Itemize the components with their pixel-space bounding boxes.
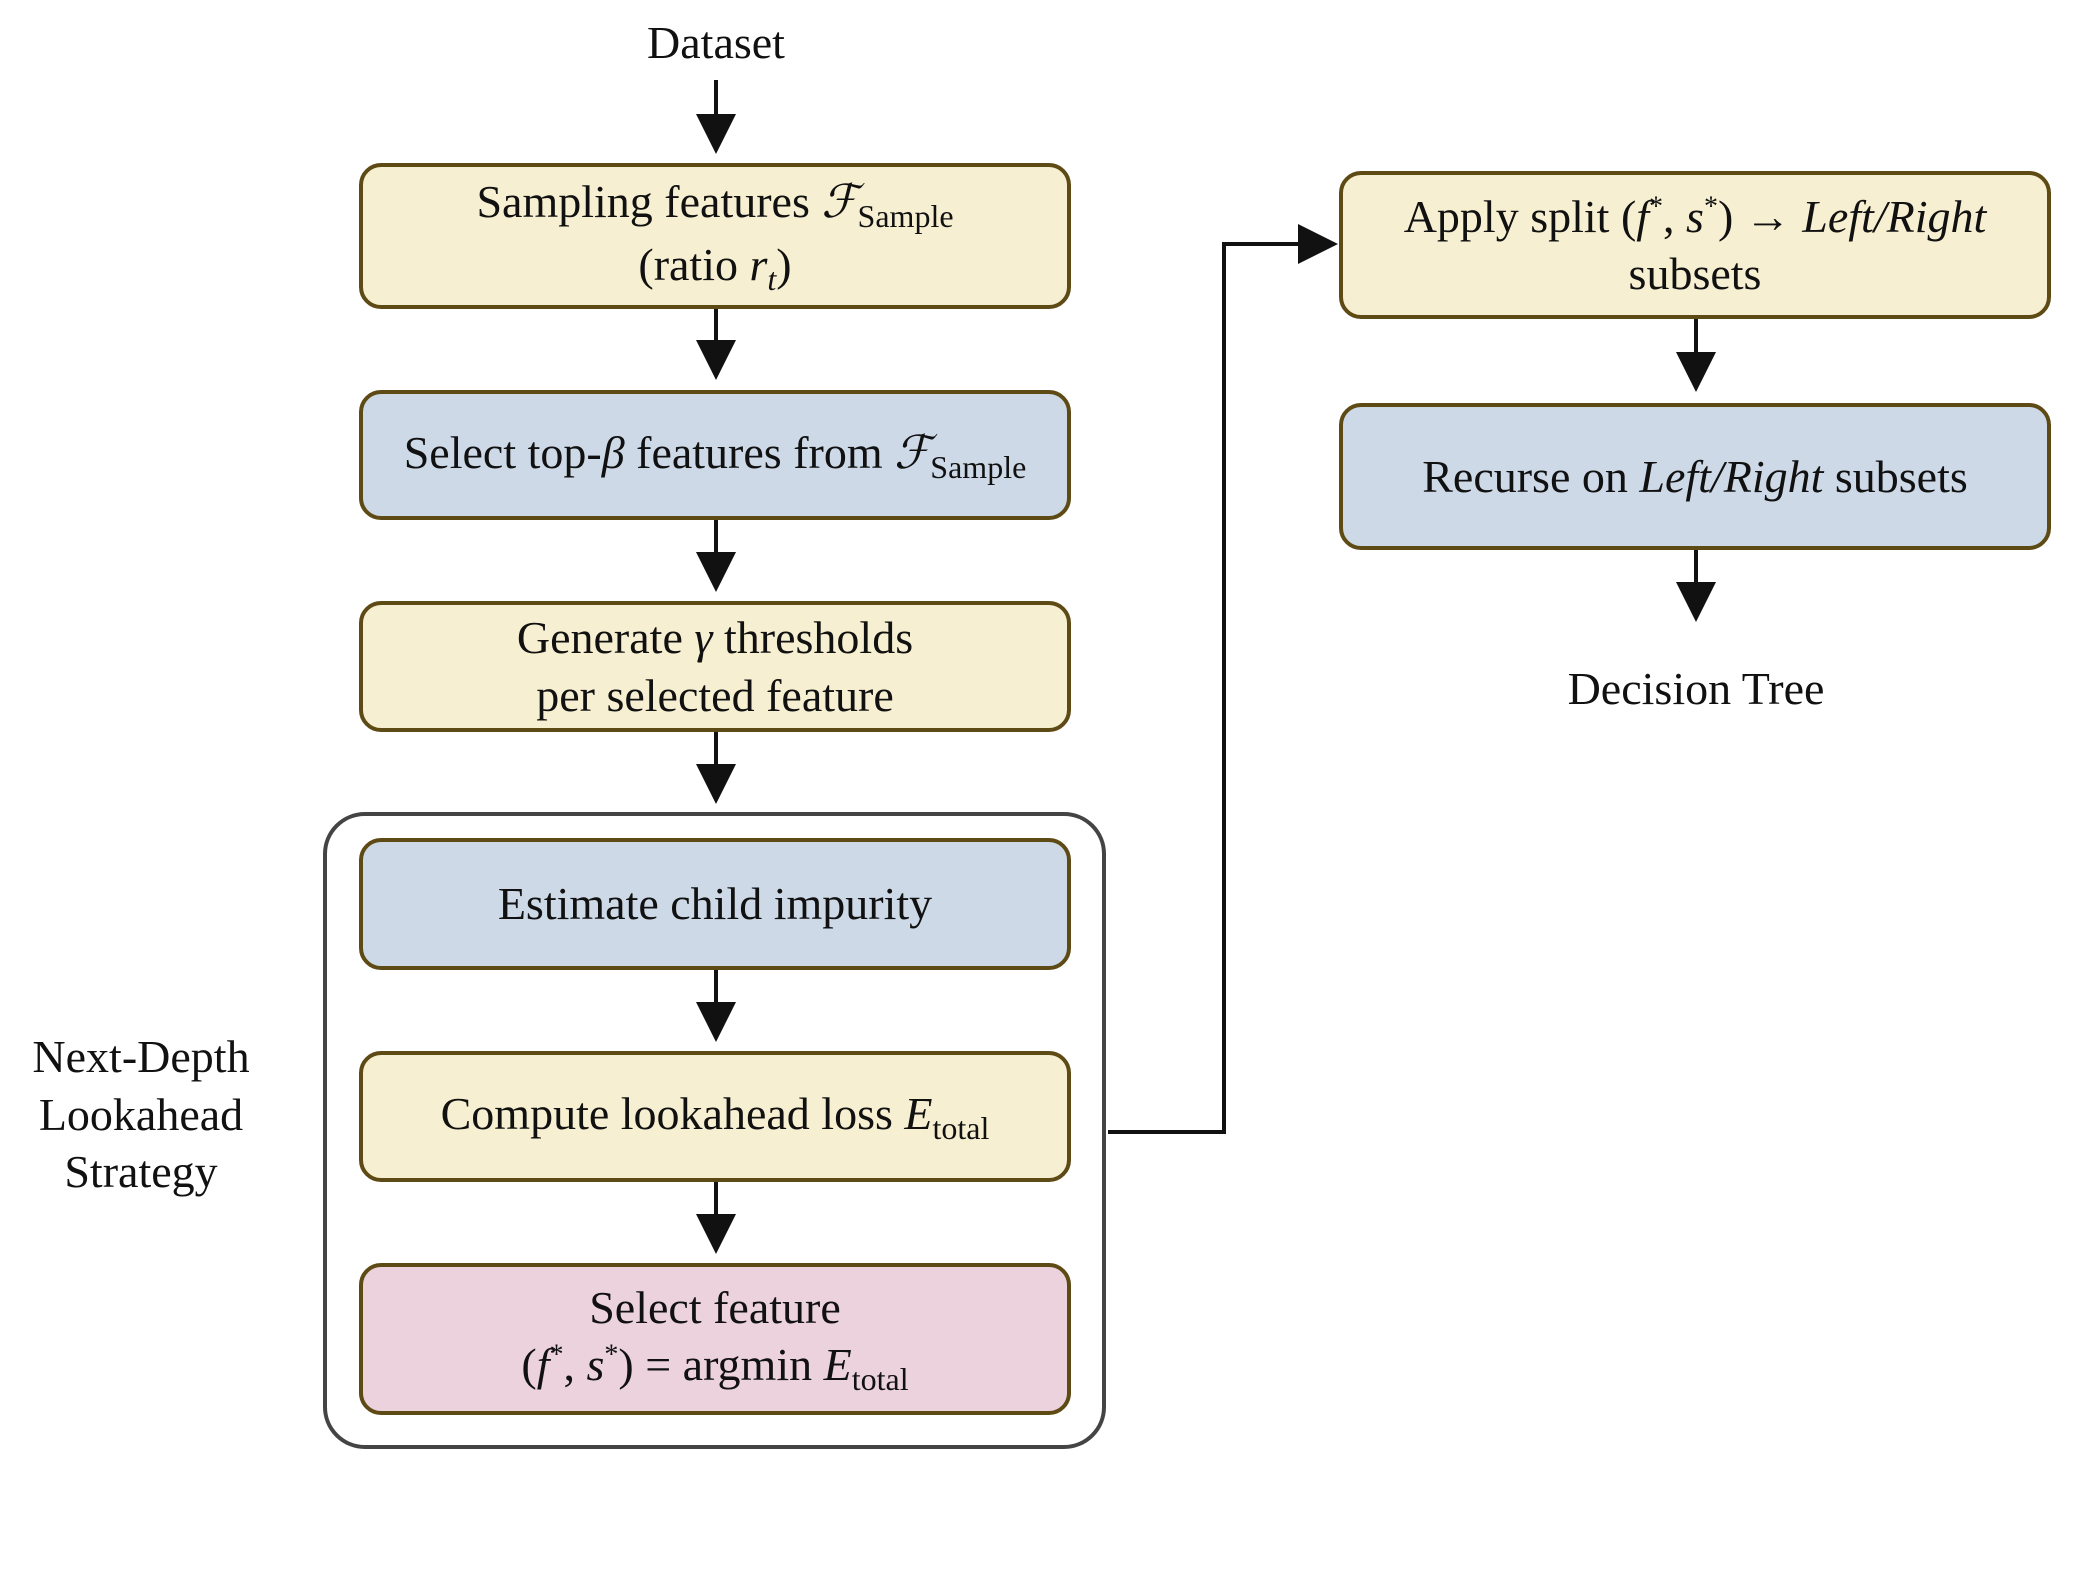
compute-loss-box: Compute lookahead loss Etotal [359, 1051, 1071, 1182]
compute-text: Compute lookahead loss Etotal [440, 1088, 990, 1146]
arrow-compute-to-apply [1108, 224, 1338, 1134]
sampling-features-box: Sampling features ℱSample (ratio rt) [359, 163, 1071, 309]
sampling-line1: Sampling features ℱSample [476, 174, 954, 234]
lookahead-group [323, 812, 1106, 1449]
sampling-line2: (ratio rt) [638, 239, 792, 297]
recurse-text: Recurse on Left/Right subsets [1422, 450, 1968, 502]
lookahead-strategy-label: Next-Depth Lookahead Strategy [32, 1031, 250, 1197]
apply-line1: Apply split (f*, s*) → Left/Right [1403, 190, 1987, 242]
decision-tree-label: Decision Tree [1567, 663, 1825, 714]
apply-line2: subsets [1628, 248, 1762, 299]
select-top-text: Select top-β features from ℱSample [403, 424, 1027, 485]
select-feature-line2: (f*, s*) = argmin Etotal [521, 1339, 909, 1398]
estimate-text: Estimate child impurity [497, 878, 933, 930]
select-feature-box: Select feature (f*, s*) = argmin Etotal [359, 1263, 1071, 1415]
dataset-label: Dataset [647, 17, 785, 68]
apply-split-box: Apply split (f*, s*) → Left/Right subset… [1339, 171, 2051, 319]
estimate-impurity-box: Estimate child impurity [359, 838, 1071, 970]
generate-thresholds-box: Generate γ thresholds per selected featu… [359, 601, 1071, 732]
recurse-box: Recurse on Left/Right subsets [1339, 403, 2051, 550]
generate-line1: Generate γ thresholds [516, 612, 914, 663]
select-feature-line1: Select feature [589, 1281, 841, 1333]
select-top-beta-box: Select top-β features from ℱSample [359, 390, 1071, 520]
generate-line2: per selected feature [536, 669, 894, 721]
